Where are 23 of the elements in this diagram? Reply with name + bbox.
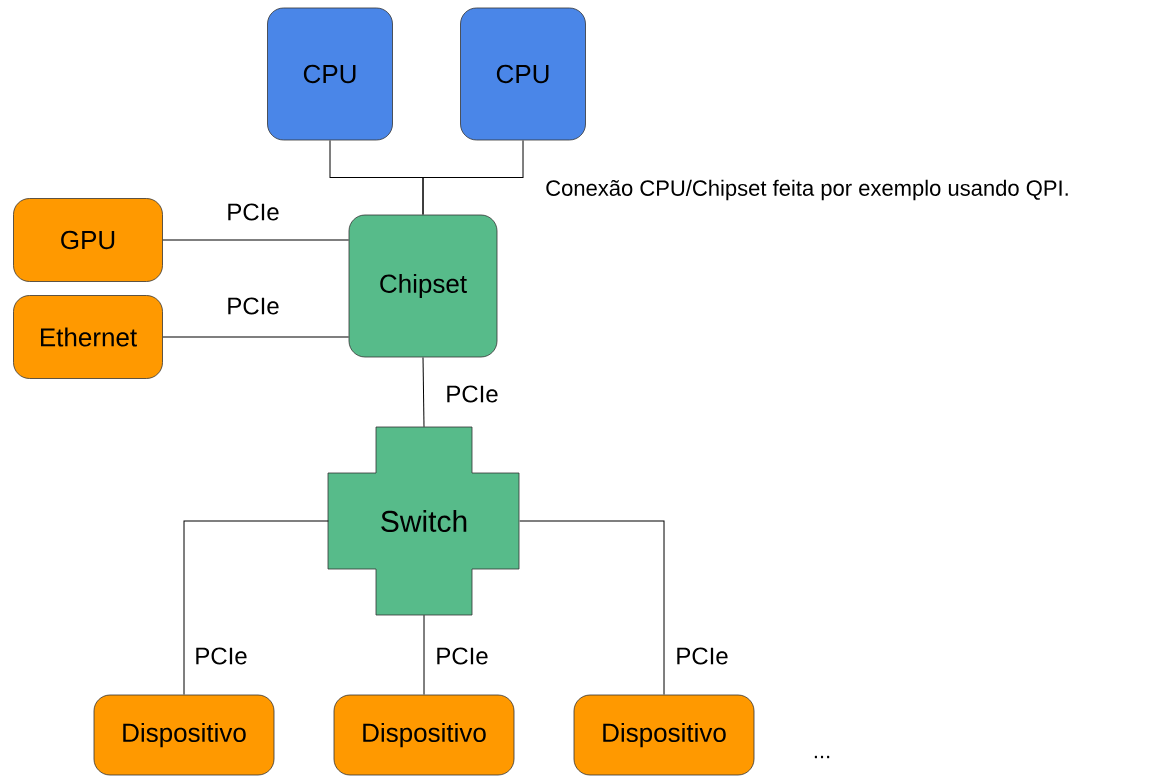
connector-line	[183, 520, 329, 696]
connector-line	[422, 356, 425, 428]
ellipsis-text: ...	[814, 755, 830, 759]
edge-label: PCIe	[224, 295, 282, 317]
edge-label: PCIe	[192, 645, 250, 667]
connector-line	[162, 239, 350, 241]
edge-label: PCIe	[433, 645, 491, 667]
edge-label: PCIe	[224, 201, 282, 223]
rounded-box: Dispositivo	[573, 694, 755, 776]
rounded-box: Ethernet	[13, 295, 163, 379]
rounded-box: CPU	[267, 7, 393, 141]
rounded-box: Chipset	[348, 214, 498, 358]
rounded-box: GPU	[13, 198, 163, 282]
rounded-box: Dispositivo	[333, 694, 515, 776]
rounded-box: CPU	[460, 7, 586, 141]
annotation-text: Conexão CPU/Chipset feita por exemplo usando QPI.	[546, 179, 1068, 201]
connector-line	[423, 614, 425, 696]
edge-label: PCIe	[673, 645, 731, 667]
rounded-box: Dispositivo	[93, 694, 275, 776]
connector-line	[162, 336, 350, 338]
edge-label: PCIe	[443, 383, 501, 405]
connector-line	[519, 520, 665, 696]
connector-line	[422, 139, 524, 216]
